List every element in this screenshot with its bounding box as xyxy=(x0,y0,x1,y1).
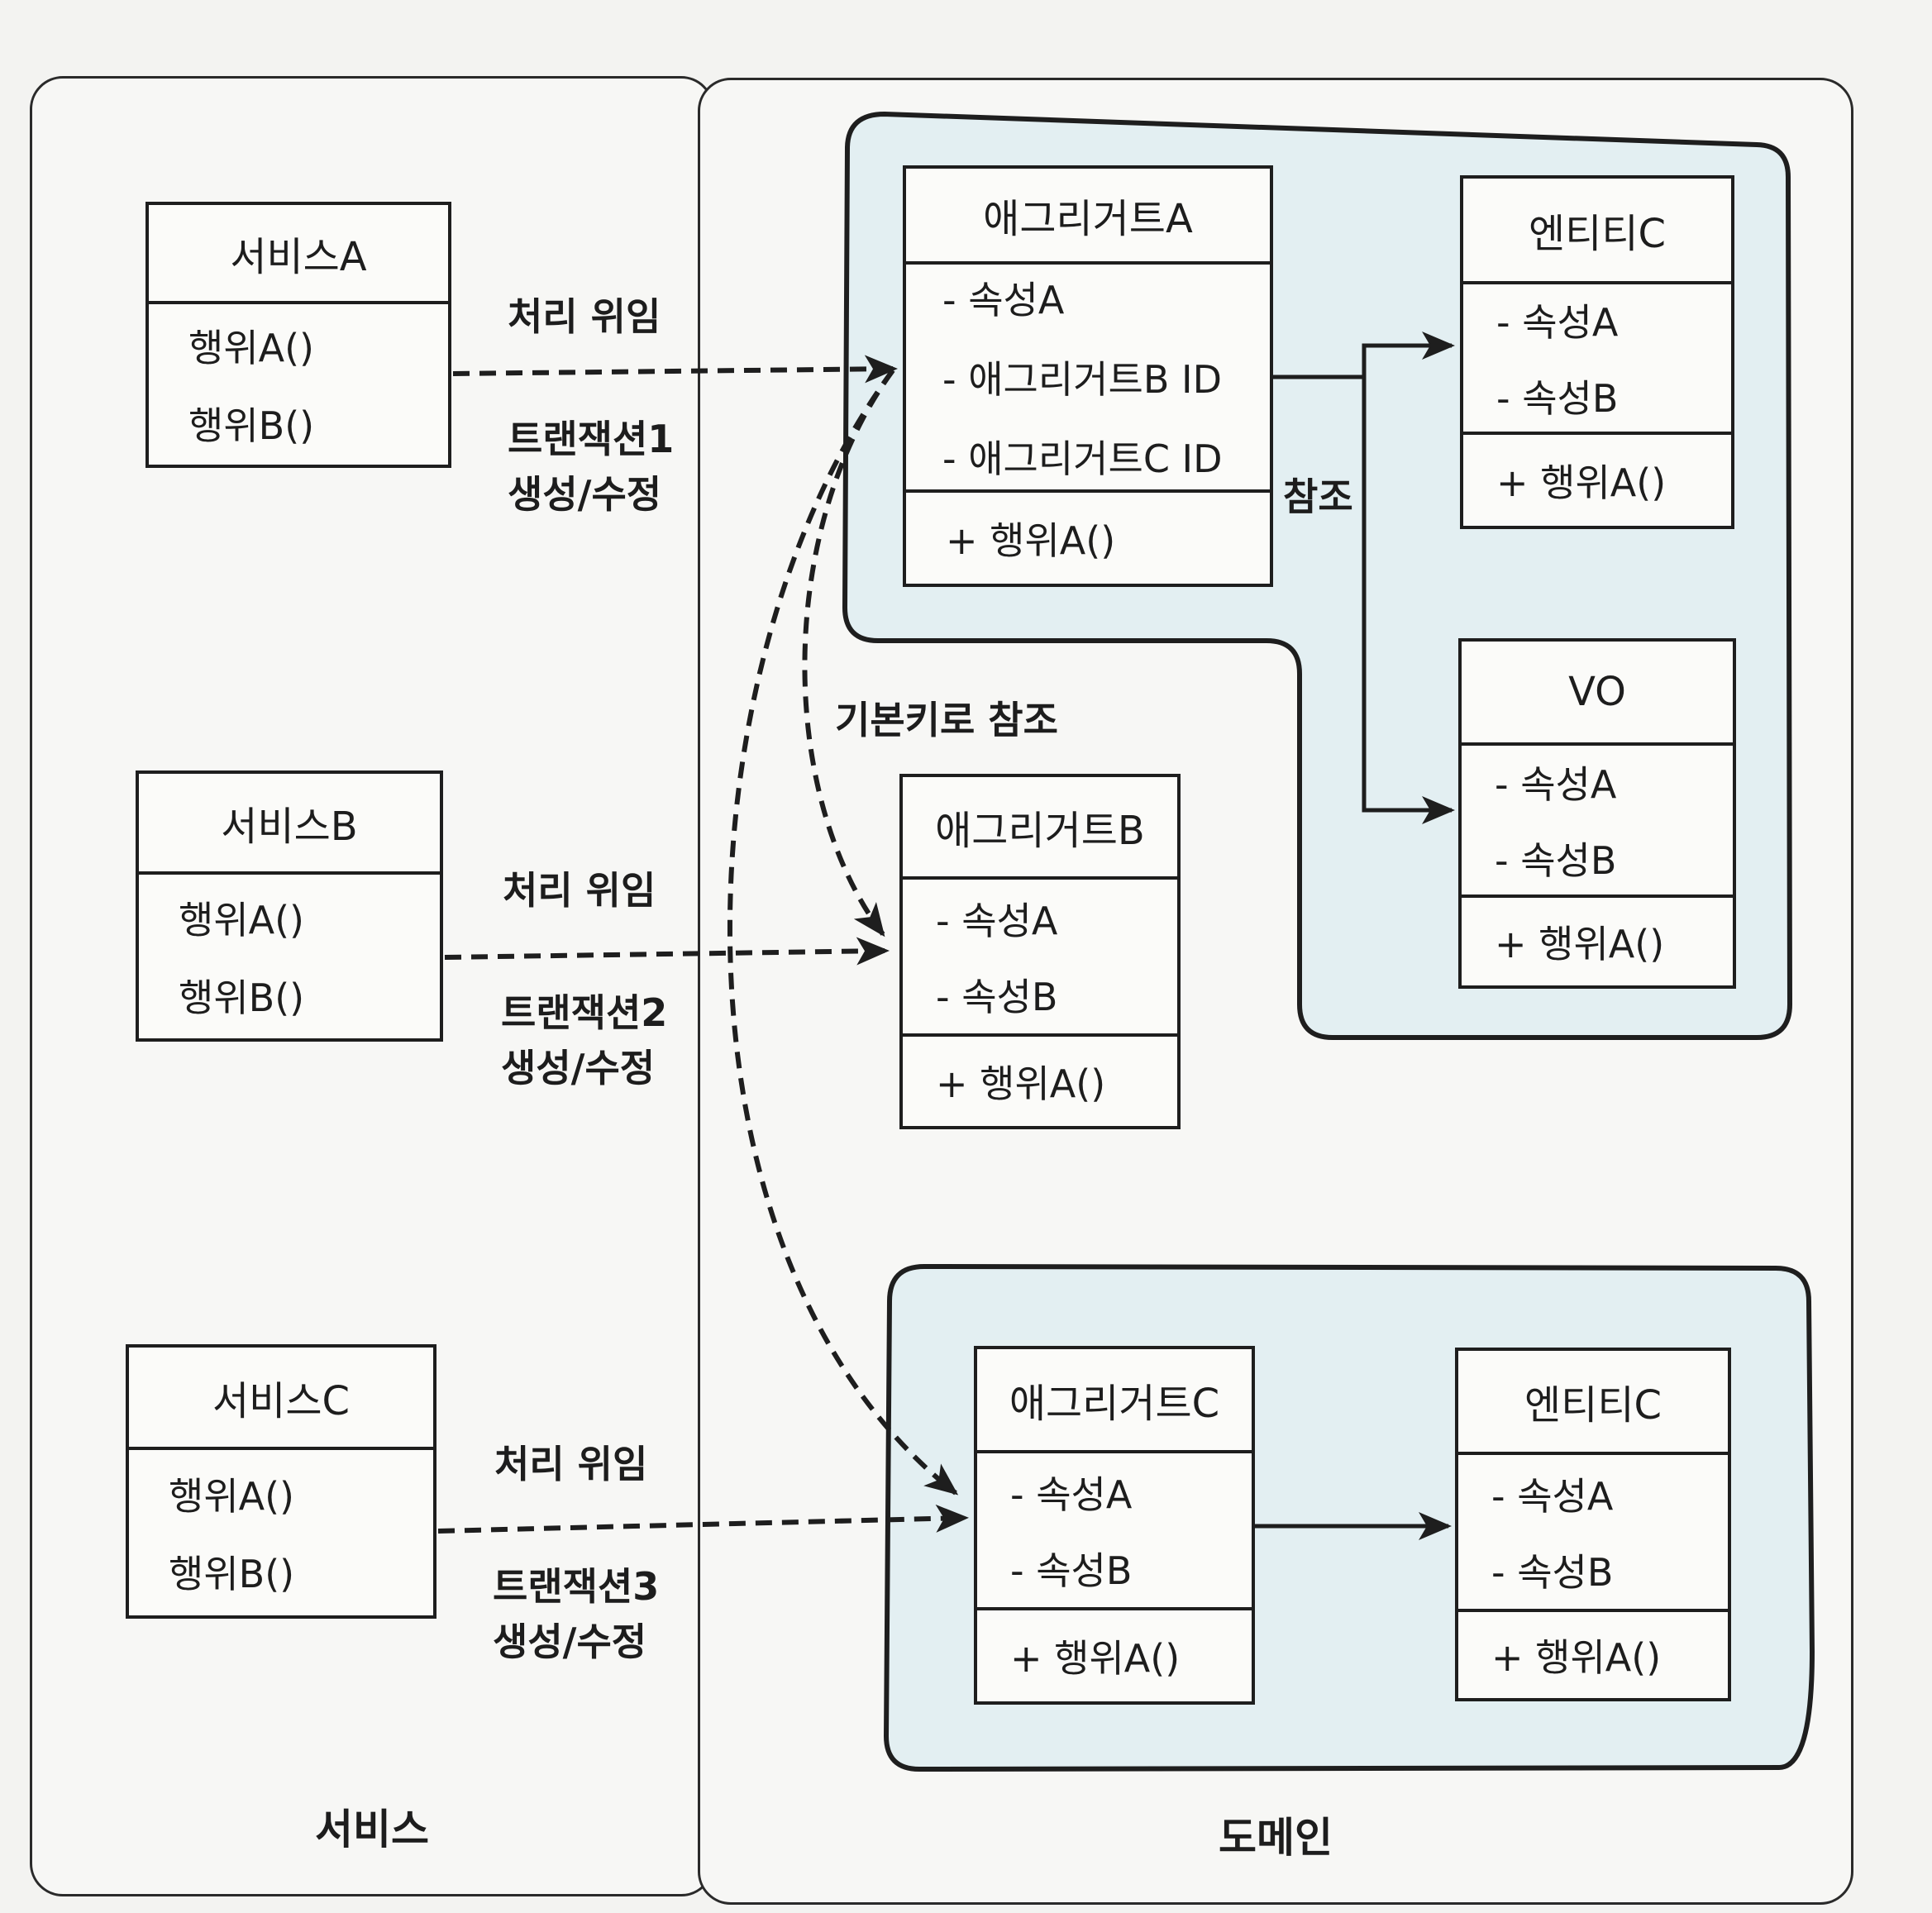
operation: + 행위A() xyxy=(936,1061,1106,1106)
aggregate-b-attributes: - 속성A - 속성B xyxy=(903,880,1177,1037)
delegate-arrow-1 xyxy=(452,355,898,384)
aggregate-a-operations: + 행위A() xyxy=(906,493,1270,584)
aggregate-a-attributes: - 속성A - 애그리거트B ID - 애그리거트C ID xyxy=(906,265,1270,493)
delegate-arrow-2 xyxy=(444,937,890,966)
aggregate-c-box: 애그리거트C - 속성A - 속성B + 행위A() xyxy=(974,1346,1255,1705)
service-b-method: 행위A() xyxy=(179,898,305,942)
attribute: - 속성B xyxy=(1491,1550,1614,1595)
aggregate-c-attributes: - 속성A - 속성B xyxy=(977,1453,1252,1610)
vo-operations: + 행위A() xyxy=(1462,898,1733,985)
aggregate-c-name: 애그리거트C xyxy=(977,1349,1252,1453)
entity-c-top-name: 엔티티C xyxy=(1463,179,1731,284)
aggregate-a-box: 애그리거트A - 속성A - 애그리거트B ID - 애그리거트C ID + 행… xyxy=(903,165,1273,587)
service-a-box: 서비스A 행위A() 행위B() xyxy=(145,202,451,468)
operation: + 행위A() xyxy=(946,518,1116,563)
entity-c-bottom-box: 엔티티C - 속성A - 속성B + 행위A() xyxy=(1455,1348,1731,1701)
attribute: - 애그리거트C ID xyxy=(942,437,1223,481)
vo-box: VO - 속성A - 속성B + 행위A() xyxy=(1458,638,1736,989)
pk-reference-arrow-c xyxy=(727,369,959,1496)
pk-reference-label: 기본키로 참조 xyxy=(835,698,1058,742)
transaction-name: 트랜잭션1 xyxy=(508,417,675,461)
service-a-methods: 행위A() 행위B() xyxy=(149,304,448,465)
aggregate-b-name: 애그리거트B xyxy=(903,777,1177,880)
vo-attributes: - 속성A - 속성B xyxy=(1462,746,1733,898)
transaction-label-3: 트랜잭션3 생성/수정 xyxy=(493,1559,659,1669)
reference-line-vo xyxy=(1362,346,1455,824)
service-layer-label: 서비스 xyxy=(315,1806,429,1853)
transaction-name: 트랜잭션2 xyxy=(501,990,668,1035)
delegate-label-1: 처리 위임 xyxy=(508,294,661,339)
transaction-label-1: 트랜잭션1 생성/수정 xyxy=(508,412,674,522)
service-b-box: 서비스B 행위A() 행위B() xyxy=(136,770,443,1042)
aggregate-c-operations: + 행위A() xyxy=(977,1610,1252,1701)
delegate-label-3: 처리 위임 xyxy=(494,1442,648,1486)
reference-label: 참조 xyxy=(1283,475,1353,519)
transaction-action: 생성/수정 xyxy=(501,1045,656,1090)
service-a-name: 서비스A xyxy=(149,205,448,304)
attribute: - 속성A xyxy=(1010,1472,1133,1517)
operation: + 행위A() xyxy=(1491,1635,1662,1680)
operation: + 행위A() xyxy=(1496,460,1667,505)
service-b-name: 서비스B xyxy=(139,774,440,875)
attribute: - 속성A xyxy=(1495,762,1617,807)
service-b-method: 행위B() xyxy=(179,976,305,1020)
service-a-method: 행위B() xyxy=(188,403,315,448)
attribute: - 속성A xyxy=(936,899,1058,943)
aggregate-b-operations: + 행위A() xyxy=(903,1037,1177,1126)
pk-reference-arrow-b xyxy=(802,369,895,937)
entity-c-bottom-operations: + 행위A() xyxy=(1458,1612,1728,1698)
transaction-label-2: 트랜잭션2 생성/수정 xyxy=(501,985,667,1095)
attribute: - 속성A xyxy=(1496,300,1619,345)
operation: + 행위A() xyxy=(1495,922,1665,966)
delegate-label-2: 처리 위임 xyxy=(503,868,656,913)
attribute: - 속성B xyxy=(1496,376,1619,421)
service-a-method: 행위A() xyxy=(188,326,315,370)
attribute: - 애그리거트B ID xyxy=(942,357,1222,402)
transaction-name: 트랜잭션3 xyxy=(493,1564,660,1609)
aggregate-b-box: 애그리거트B - 속성A - 속성B + 행위A() xyxy=(899,774,1181,1129)
aggregate-a-name: 애그리거트A xyxy=(906,169,1270,265)
delegate-arrow-3 xyxy=(437,1504,969,1534)
attribute: - 속성B xyxy=(1495,838,1617,883)
attribute: - 속성B xyxy=(936,975,1058,1019)
service-c-box: 서비스C 행위A() 행위B() xyxy=(126,1344,436,1619)
service-c-method: 행위B() xyxy=(169,1552,295,1596)
service-b-methods: 행위A() 행위B() xyxy=(139,875,440,1038)
attribute: - 속성A xyxy=(942,278,1065,322)
entity-c-top-attributes: - 속성A - 속성B xyxy=(1463,284,1731,435)
entity-c-bottom-attributes: - 속성A - 속성B xyxy=(1458,1455,1728,1612)
service-c-methods: 행위A() 행위B() xyxy=(129,1450,433,1615)
attribute: - 속성A xyxy=(1491,1474,1614,1519)
transaction-action: 생성/수정 xyxy=(493,1619,647,1664)
service-c-name: 서비스C xyxy=(129,1348,433,1450)
domain-layer-label: 도메인 xyxy=(1219,1814,1333,1862)
entity-c-bottom-name: 엔티티C xyxy=(1458,1351,1728,1455)
operation: + 행위A() xyxy=(1010,1636,1181,1681)
transaction-action: 생성/수정 xyxy=(508,471,662,517)
service-c-method: 행위A() xyxy=(169,1474,295,1519)
vo-name: VO xyxy=(1462,642,1733,746)
entity-c-top-operations: + 행위A() xyxy=(1463,435,1731,526)
attribute: - 속성B xyxy=(1010,1548,1133,1593)
entity-c-top-box: 엔티티C - 속성A - 속성B + 행위A() xyxy=(1460,175,1734,529)
